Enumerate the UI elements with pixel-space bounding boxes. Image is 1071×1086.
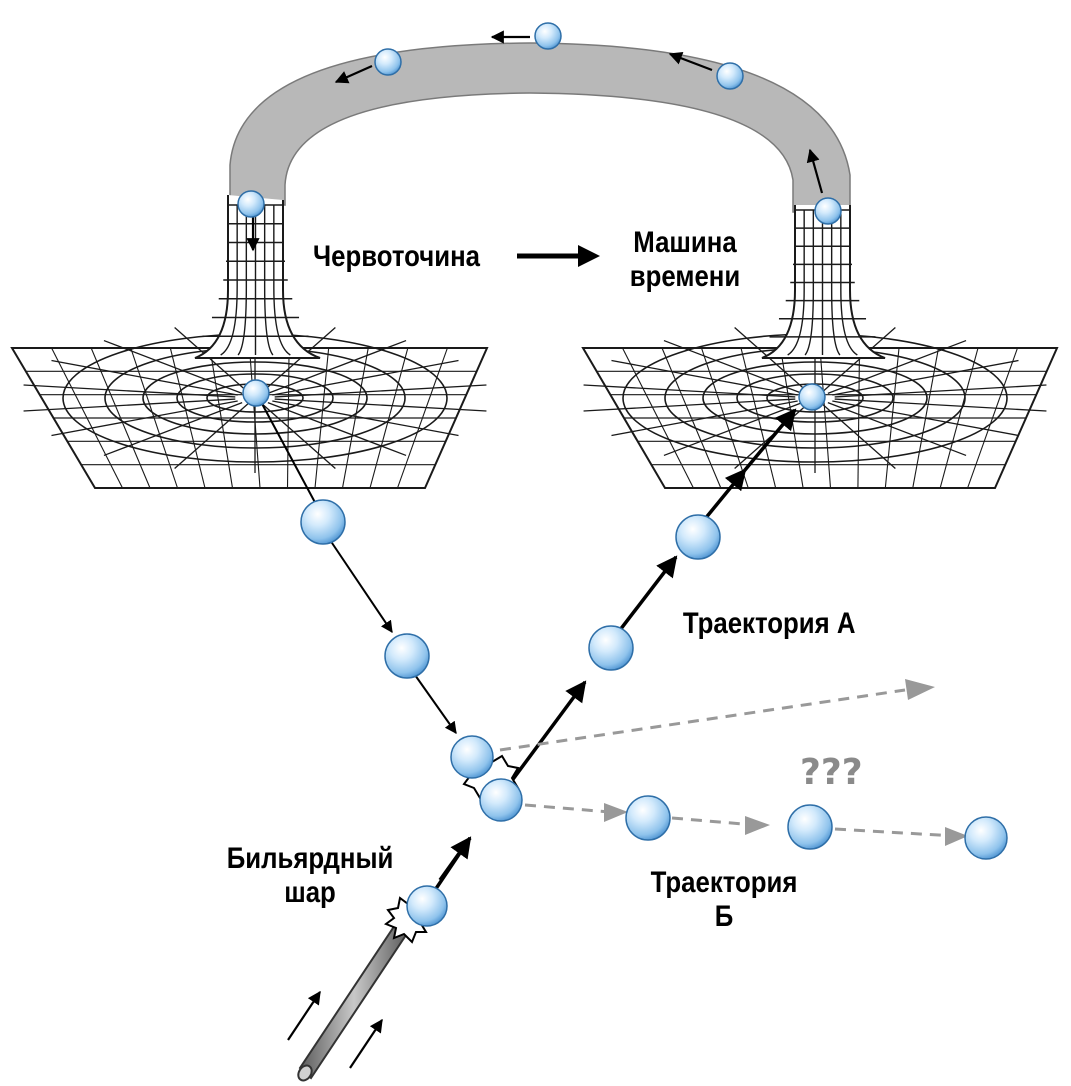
wormhole-to-time-machine-arrow xyxy=(517,245,600,267)
billiard-ball xyxy=(384,633,430,679)
dashed-paths xyxy=(499,688,956,838)
billiard-ball-label-line2: шар xyxy=(284,875,336,908)
left-descending-path xyxy=(259,399,457,734)
trajectory-b-label-line1: Траектория xyxy=(651,865,798,898)
billiard-ball xyxy=(242,379,270,407)
dashed-arrowheads xyxy=(604,679,968,846)
tube-arrows xyxy=(246,30,824,252)
billiard-ball xyxy=(450,735,494,779)
billiard-ball xyxy=(675,514,721,560)
billiard-ball xyxy=(406,885,448,927)
balls xyxy=(237,22,1008,927)
trajectory-a-label: Траектория А xyxy=(683,606,856,639)
billiard-ball xyxy=(374,48,402,76)
left-grid-lines xyxy=(23,323,487,489)
impact-arrows xyxy=(287,990,383,1069)
trajectory-b-label-line2: Б xyxy=(715,899,734,932)
billiard-ball xyxy=(237,190,265,218)
billiard-ball xyxy=(814,197,842,225)
time-machine-label-line1: Машина xyxy=(633,225,737,258)
time-machine-label-line2: времени xyxy=(630,259,740,292)
right-wormhole-mouth xyxy=(581,205,1059,489)
left-funnel xyxy=(194,195,321,359)
labels: Червоточина Машина времени Траектория А … xyxy=(227,225,863,932)
wormhole-label: Червоточина xyxy=(313,239,480,272)
billiard-ball xyxy=(588,625,634,671)
question-marks: ??? xyxy=(800,752,863,793)
billiard-ball xyxy=(964,816,1008,860)
billiard-ball xyxy=(716,62,744,90)
billiard-ball xyxy=(798,383,826,411)
trajectory-a-path xyxy=(423,408,797,906)
left-funnel-grid-lines xyxy=(202,204,309,356)
right-funnel xyxy=(761,205,886,359)
billiard-ball xyxy=(300,499,346,545)
left-wormhole-mouth xyxy=(10,195,489,489)
billiard-ball xyxy=(534,22,562,50)
right-funnel-grid-lines xyxy=(769,209,876,356)
billiard-ball xyxy=(625,795,671,841)
billiard-ball xyxy=(479,778,523,822)
wormhole-tube xyxy=(229,42,851,213)
billiard-ball xyxy=(787,804,833,850)
billiard-ball-label-line1: Бильярдный xyxy=(227,841,394,874)
